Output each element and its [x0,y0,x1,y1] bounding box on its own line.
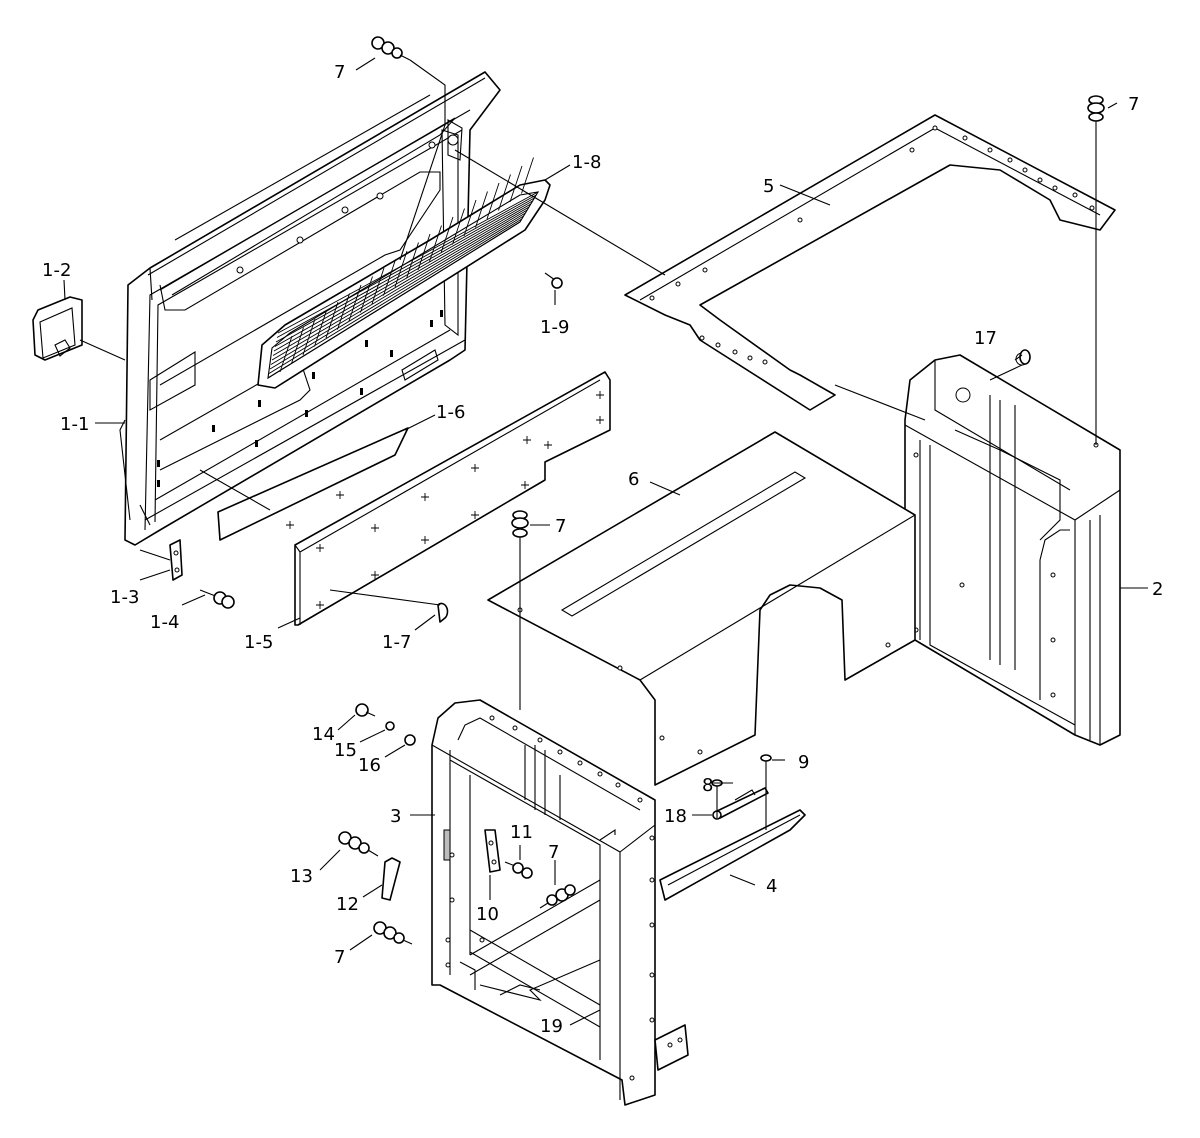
label-9: 9 [798,752,809,773]
label-13: 13 [290,866,313,887]
part-11-bolt [504,861,533,879]
part-3-frame [431,699,689,1106]
label-18: 18 [664,806,687,827]
label-3: 3 [390,806,401,827]
label-10: 10 [476,904,499,925]
label-12: 12 [336,894,359,915]
bolt-7-lower-right [539,884,576,909]
assembly-lines [79,59,1097,830]
label-4: 4 [766,876,777,897]
grille-mesh-lines [267,157,539,379]
label-15: 15 [334,740,357,761]
label-1-9: 1-9 [540,317,569,338]
part-15-nut [385,721,395,731]
part-9-screw [760,754,772,785]
label-1-2: 1-2 [42,260,71,281]
part-1-4-bolt [199,589,235,609]
label-1-1: 1-1 [60,414,89,435]
part-1-5-pad [286,371,611,626]
label-1-3: 1-3 [110,587,139,608]
label-1-8: 1-8 [572,152,601,173]
label-11: 11 [510,822,533,843]
part-17-grommet [1019,349,1031,365]
part-5-top-plate [624,114,1116,411]
pad-fastener-marks [286,391,604,609]
label-6: 6 [628,469,639,490]
part-1-9-bolt [544,272,563,289]
label-8: 8 [702,775,713,796]
part-1-2-handle [32,296,83,361]
label-7-top-left: 7 [334,62,345,83]
bolt-7-top-left [371,36,411,61]
part-16-washer [404,734,416,746]
part-1-3-bracket [169,539,183,581]
bolt-7-middle [511,510,529,548]
label-7-lower-left: 7 [334,947,345,968]
part-13-bolt [338,831,379,857]
part-12-bracket [381,857,401,901]
label-1-5: 1-5 [244,632,273,653]
label-1-7: 1-7 [382,632,411,653]
part-18-latch [712,787,769,820]
label-17: 17 [974,328,997,349]
label-1-4: 1-4 [150,612,179,633]
part-1-7-clip [437,602,449,623]
part-4-rail [659,809,806,901]
part-6-cover-plate [487,431,916,786]
part-1-6-strip [217,427,409,541]
part-19-cross-member [469,879,601,1002]
label-7-top-right: 7 [1128,94,1139,115]
part-labels: 7 1-2 1-8 1-9 1-1 1-6 1-3 1-4 1-5 1-7 5 … [42,62,1163,1037]
label-14: 14 [312,724,335,745]
bolt-7-top-right [1087,95,1105,128]
label-16: 16 [358,755,381,776]
part-8-screw [711,779,723,808]
label-7-middle: 7 [555,516,566,537]
label-2: 2 [1152,579,1163,600]
bolt-7-lower-left [373,921,413,945]
label-1-6: 1-6 [436,402,465,423]
part-2-side-box [904,352,1121,746]
label-7-lower-right: 7 [548,842,559,863]
part-14-bolt [355,703,376,717]
label-5: 5 [763,176,774,197]
leader-lines [63,57,1148,1026]
label-19: 19 [540,1016,563,1037]
